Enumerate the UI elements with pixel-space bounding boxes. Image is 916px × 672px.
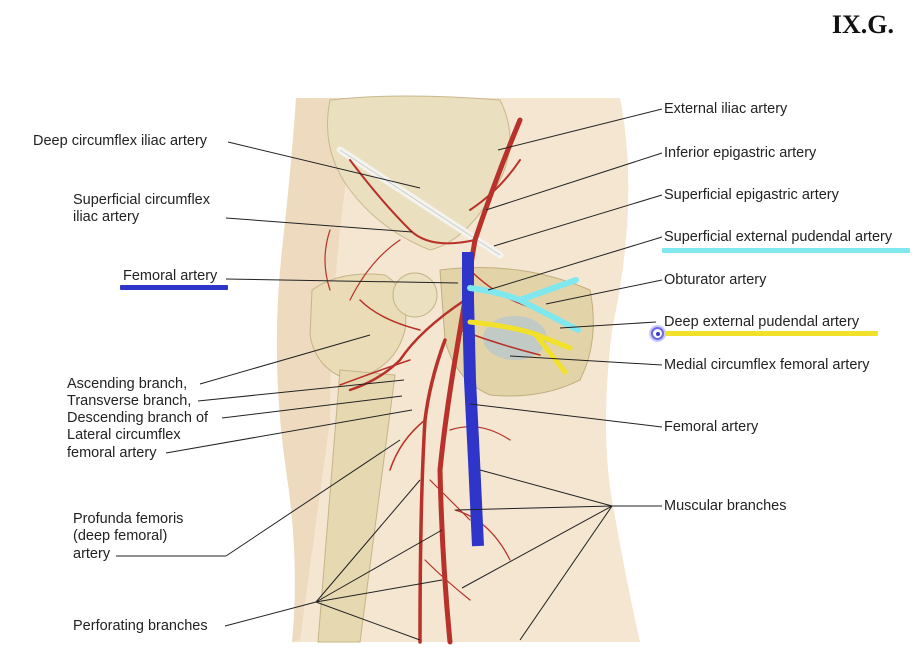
label-superficial-circumflex-iliac: Superficial circumflex iliac artery <box>73 192 210 225</box>
superficial-pudendal-highlight <box>467 277 581 333</box>
label-transverse-branch: Transverse branch, <box>67 393 192 409</box>
label-perforating-branches: Perforating branches <box>73 618 208 634</box>
label-descending-branch: Descending branch of <box>67 410 209 426</box>
deep-pudendal-underline <box>664 331 878 336</box>
slide-label: IX.G. <box>831 10 894 39</box>
label-obturator: Obturator artery <box>664 272 767 288</box>
deep-pudendal-highlight <box>467 319 573 375</box>
label-external-iliac: External iliac artery <box>664 101 788 117</box>
ilium-bone <box>327 95 511 251</box>
leader-lines <box>116 108 663 641</box>
femoral-artery-underline <box>120 285 228 290</box>
label-ascending-branch: Ascending branch, <box>67 376 188 392</box>
label-profunda-femoris: Profunda femoris <box>73 511 184 527</box>
superficial-pudendal-underline <box>662 248 910 253</box>
label-medial-circumflex-femoral: Medial circumflex femoral artery <box>664 357 870 373</box>
label-lateral-circumflex-femoral: femoral artery <box>67 445 157 461</box>
label-femoral-artery-right: Femoral artery <box>664 419 759 435</box>
label-femoral-artery-left: Femoral artery <box>123 268 218 284</box>
thigh-shading <box>276 98 360 642</box>
label-profunda-deep: (deep femoral) <box>73 528 168 544</box>
pointer-cursor-icon <box>651 327 664 340</box>
artery-network <box>324 117 541 645</box>
label-superficial-epigastric: Superficial epigastric artery <box>664 187 839 203</box>
femur-shaft <box>317 369 396 643</box>
label-deep-external-pudendal: Deep external pudendal artery <box>664 314 860 330</box>
label-superficial-external-pudendal: Superficial external pudendal artery <box>664 229 893 245</box>
femur-head <box>309 273 407 381</box>
femoral-head-ball <box>392 272 438 318</box>
label-lateral-circumflex: Lateral circumflex <box>67 427 181 443</box>
label-muscular-branches: Muscular branches <box>664 498 787 514</box>
label-profunda-artery: artery <box>73 546 111 562</box>
label-inferior-epigastric: Inferior epigastric artery <box>664 145 817 161</box>
femoral-highlight-stroke <box>462 252 484 547</box>
label-deep-circumflex-iliac: Deep circumflex iliac artery <box>33 133 208 149</box>
